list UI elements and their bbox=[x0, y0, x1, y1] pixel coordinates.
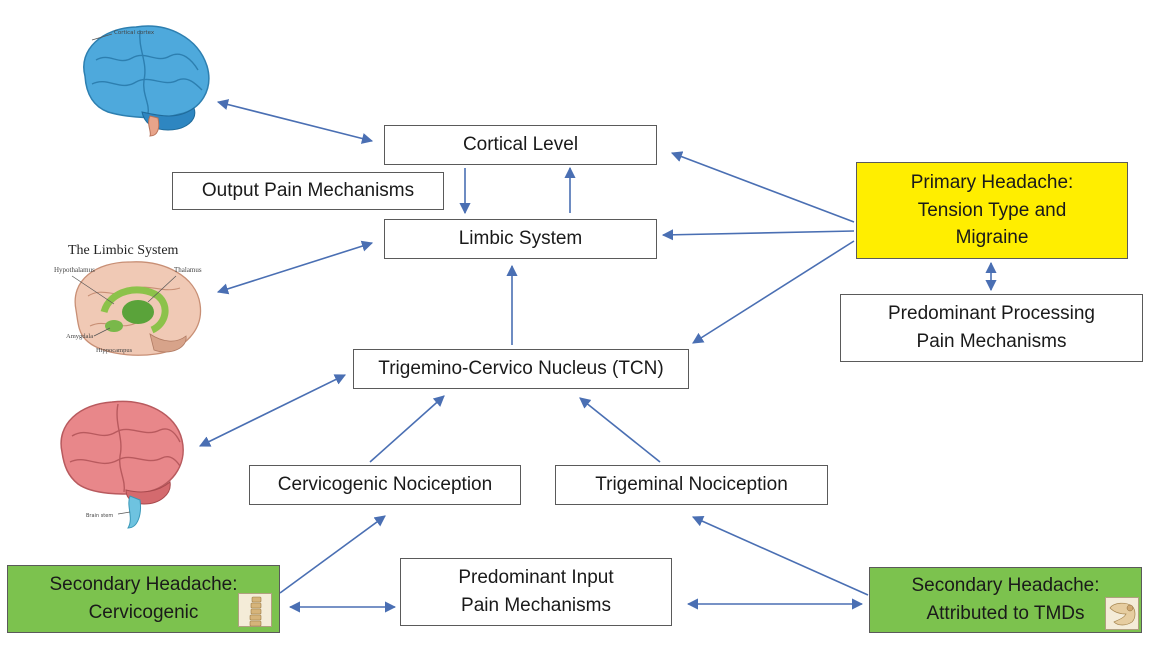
jaw-tmj-icon bbox=[1105, 597, 1139, 630]
predominant-processing-box: Predominant Processing Pain Mechanisms bbox=[840, 294, 1143, 362]
arrow-primary-to-limbic bbox=[661, 229, 855, 241]
secondary-tmd-line-2: Attributed to TMDs bbox=[926, 603, 1085, 624]
secondary-tmd-line-1: Secondary Headache: bbox=[911, 575, 1100, 597]
arrow-secondarytmd-to-trigeminal bbox=[691, 515, 869, 596]
arrow-bottombrain-tcn bbox=[198, 374, 347, 447]
arrow-secondarycerv-to-cervicogenic bbox=[279, 515, 386, 594]
predominant-processing-line-1: Predominant Processing bbox=[888, 303, 1095, 325]
secondary-cervicogenic-line-2: Cervicogenic bbox=[88, 602, 199, 623]
predominant-input-line-1: Predominant Input bbox=[458, 567, 614, 589]
primary-headache-line-1: Primary Headache: bbox=[910, 172, 1074, 194]
primary-headache-box: Primary Headache: Tension Type and Migra… bbox=[856, 162, 1128, 259]
secondary-headache-tmd-box: Secondary Headache: Attributed to TMDs bbox=[869, 567, 1142, 633]
cortical-level-box: Cortical Level bbox=[384, 125, 657, 165]
cortical-level-label: Cortical Level bbox=[462, 134, 579, 156]
cervical-spine-icon bbox=[238, 593, 272, 627]
cervicogenic-nociception-label: Cervicogenic Nociception bbox=[277, 474, 493, 496]
trigeminal-nociception-box: Trigeminal Nociception bbox=[555, 465, 828, 505]
predominant-input-box: Predominant Input Pain Mechanisms bbox=[400, 558, 672, 626]
arrow-topbrain-cortical bbox=[216, 99, 374, 144]
primary-headache-line-2: Tension Type and bbox=[917, 199, 1067, 221]
secondary-headache-cervicogenic-box: Secondary Headache: Cervicogenic bbox=[7, 565, 280, 633]
predominant-input-line-2: Pain Mechanisms bbox=[461, 595, 611, 616]
arrow-cervicogenic-to-tcn bbox=[369, 395, 445, 463]
limbic-system-box: Limbic System bbox=[384, 219, 657, 259]
predominant-processing-line-2: Pain Mechanisms bbox=[916, 331, 1067, 352]
arrow-primary-to-cortical bbox=[670, 151, 855, 223]
secondary-cervicogenic-line-1: Secondary Headache: bbox=[49, 574, 238, 596]
limbic-system-label: Limbic System bbox=[458, 228, 583, 250]
trigeminal-nociception-label: Trigeminal Nociception bbox=[595, 474, 788, 496]
tcn-label: Trigemino-Cervico Nucleus (TCN) bbox=[378, 358, 664, 380]
primary-headache-line-3: Migraine bbox=[955, 227, 1029, 249]
arrow-primary-to-tcn bbox=[692, 240, 855, 344]
output-pain-mechanisms-label: Output Pain Mechanisms bbox=[201, 180, 415, 202]
output-pain-mechanisms-box: Output Pain Mechanisms bbox=[172, 172, 444, 210]
arrow-limbicbrain-limbic bbox=[216, 240, 374, 295]
arrow-trigeminal-to-tcn bbox=[579, 397, 661, 463]
cervicogenic-nociception-box: Cervicogenic Nociception bbox=[249, 465, 521, 505]
tcn-box: Trigemino-Cervico Nucleus (TCN) bbox=[353, 349, 689, 389]
